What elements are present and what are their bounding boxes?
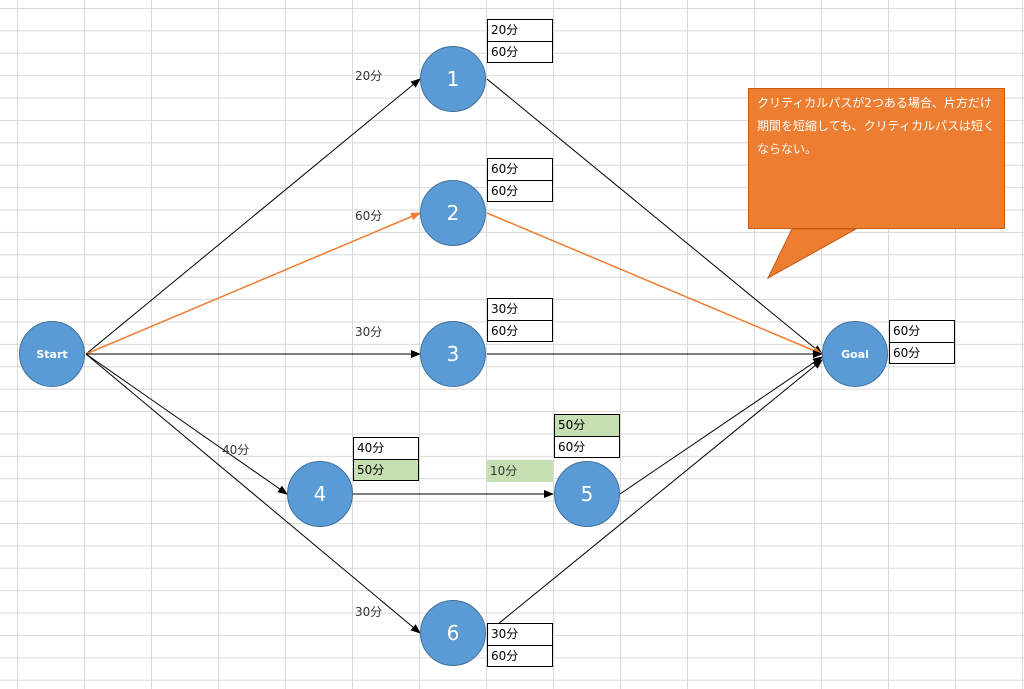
arrow-start-6: [85, 353, 421, 634]
duration-start-4: 40分: [222, 443, 250, 457]
arrow-5-goal: [619, 356, 823, 495]
node-6[interactable]: 6: [420, 600, 486, 666]
node-goal[interactable]: Goal: [822, 321, 888, 387]
node-5[interactable]: 5: [554, 461, 620, 527]
arrow-6-goal: [486, 359, 823, 634]
goal-latest: 60分: [889, 342, 955, 364]
duration-start-6: 30分: [355, 605, 383, 619]
node-5-earliest: 50分: [554, 414, 620, 436]
node-4-latest: 50分: [353, 459, 419, 481]
arrow-2-goal: [486, 212, 823, 355]
node-1-latest: 60分: [487, 41, 553, 63]
node-4[interactable]: 4: [287, 461, 353, 527]
duration-start-3: 30分: [355, 325, 383, 339]
node-2-latest: 60分: [487, 180, 553, 202]
arrow-start-4: [85, 353, 288, 495]
node-6-latest: 60分: [487, 645, 553, 667]
arrow-start-2: [85, 212, 421, 355]
duration-start-1: 20分: [355, 69, 383, 83]
duration-4-5: 10分: [487, 460, 553, 482]
node-3-latest: 60分: [487, 320, 553, 342]
node-2-earliest: 60分: [487, 158, 553, 180]
node-2[interactable]: 2: [420, 180, 486, 246]
arrow-start-1: [85, 78, 421, 355]
node-start[interactable]: Start: [19, 321, 85, 387]
duration-start-2: 60分: [355, 209, 383, 223]
node-6-earliest: 30分: [487, 623, 553, 645]
node-3-earliest: 30分: [487, 298, 553, 320]
node-3[interactable]: 3: [420, 321, 486, 387]
callout-text: クリティカルパスが2つある場合、片方だけ期間を短縮しても、クリティカルパスは短く…: [757, 96, 995, 156]
arrow-1-goal: [486, 78, 823, 355]
node-1-earliest: 20分: [487, 19, 553, 41]
callout-note: クリティカルパスが2つある場合、片方だけ期間を短縮しても、クリティカルパスは短く…: [748, 88, 1005, 229]
node-4-earliest: 40分: [353, 437, 419, 459]
node-1[interactable]: 1: [420, 46, 486, 112]
node-5-latest: 60分: [554, 436, 620, 458]
goal-earliest: 60分: [889, 320, 955, 342]
